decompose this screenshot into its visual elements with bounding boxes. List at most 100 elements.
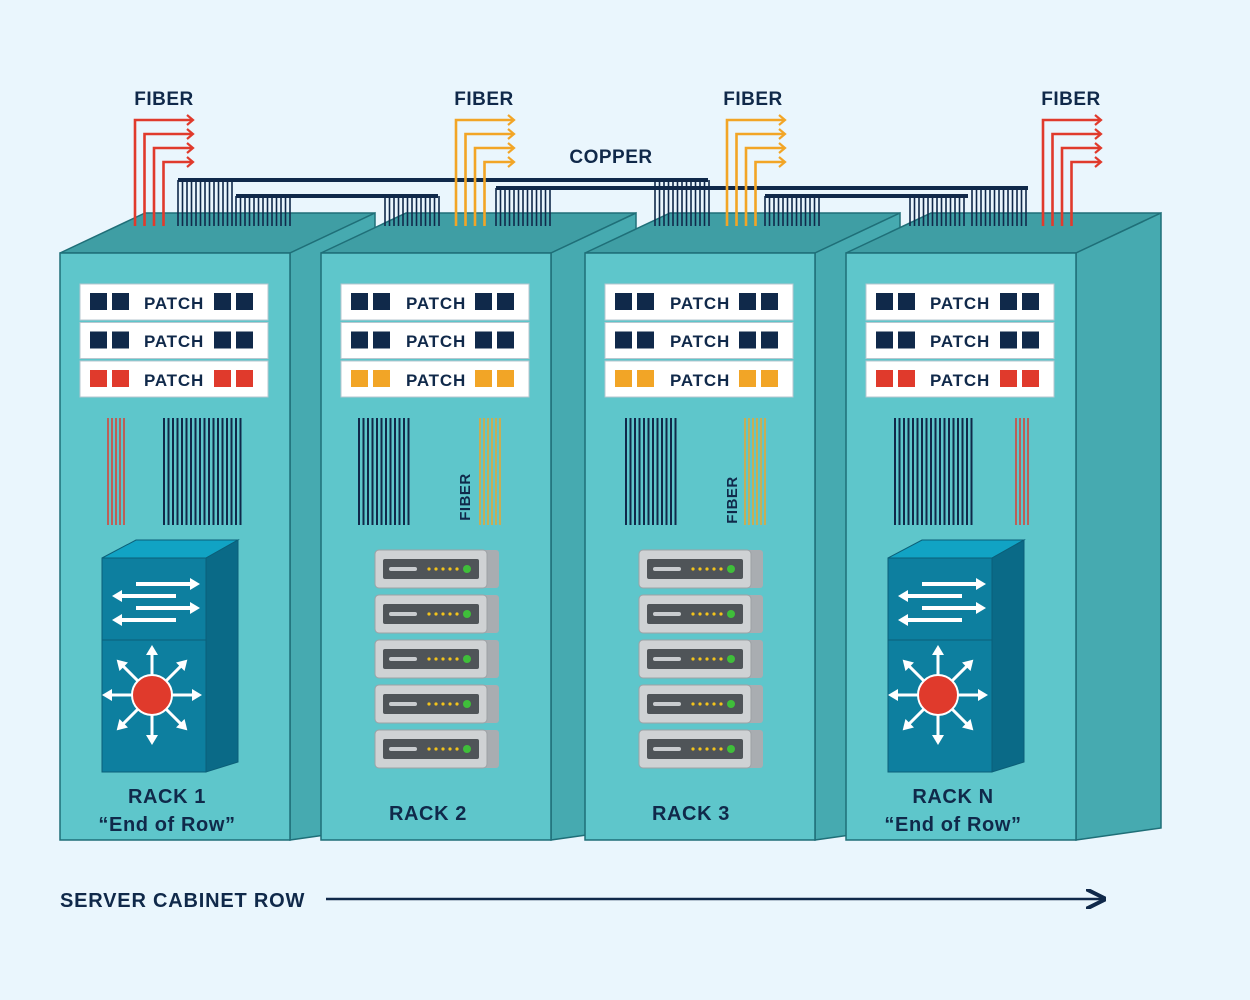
fiber-strand bbox=[143, 132, 193, 226]
fiber-label-rack-3: FIBER bbox=[723, 89, 783, 110]
activity-led bbox=[698, 657, 702, 661]
spoke-arrow-icon bbox=[962, 719, 974, 731]
patch-port bbox=[214, 331, 231, 349]
activity-led bbox=[705, 567, 709, 571]
patch-port bbox=[112, 370, 129, 387]
patch-port bbox=[112, 331, 129, 349]
drive-slot bbox=[653, 612, 681, 616]
fiber-uplinks bbox=[133, 114, 1103, 226]
activity-led bbox=[427, 567, 431, 571]
patch-port bbox=[236, 331, 253, 349]
fiber-strand bbox=[133, 118, 193, 226]
drive-slot bbox=[653, 657, 681, 661]
patch-label: PATCH bbox=[406, 332, 466, 351]
activity-led bbox=[441, 702, 445, 706]
patch-port bbox=[1022, 293, 1039, 310]
patch-port bbox=[497, 331, 514, 349]
power-led bbox=[463, 745, 471, 753]
server-bezel bbox=[383, 649, 479, 669]
fiber-strand bbox=[1060, 146, 1101, 226]
drive-slot bbox=[653, 567, 681, 571]
patch-label: PATCH bbox=[930, 371, 990, 390]
activity-led bbox=[434, 747, 438, 751]
rack-n-subtitle: “End of Row” bbox=[884, 814, 1021, 836]
activity-led bbox=[434, 702, 438, 706]
activity-led bbox=[427, 657, 431, 661]
arrow-head-icon bbox=[976, 602, 986, 614]
patch-port bbox=[876, 370, 893, 387]
activity-led bbox=[698, 612, 702, 616]
fiber-label-rack-2: FIBER bbox=[454, 89, 514, 110]
activity-led bbox=[434, 567, 438, 571]
drive-slot bbox=[653, 747, 681, 751]
server-bezel bbox=[383, 559, 479, 579]
activity-led bbox=[455, 702, 459, 706]
activity-led bbox=[712, 612, 716, 616]
fiber-arrow-icon bbox=[507, 142, 516, 154]
patch-label: PATCH bbox=[670, 294, 730, 313]
rack-side-face bbox=[1075, 211, 1162, 841]
activity-led bbox=[448, 747, 452, 751]
activity-led bbox=[712, 702, 716, 706]
activity-led bbox=[698, 567, 702, 571]
patch-label: PATCH bbox=[930, 332, 990, 351]
rack-1-subtitle: “End of Row” bbox=[98, 814, 235, 836]
patch-port bbox=[373, 370, 390, 387]
patch-port bbox=[761, 370, 778, 387]
patch-port bbox=[373, 293, 390, 310]
activity-led bbox=[705, 702, 709, 706]
patch-port bbox=[615, 331, 632, 349]
patch-port bbox=[236, 370, 253, 387]
spoke-arrow-icon bbox=[932, 645, 944, 655]
vertical-fiber-label: FIBER bbox=[457, 473, 474, 521]
activity-led bbox=[455, 657, 459, 661]
activity-led bbox=[448, 567, 452, 571]
spoke-arrow-icon bbox=[902, 719, 914, 731]
power-led bbox=[727, 655, 735, 663]
arrow-head-icon bbox=[112, 614, 122, 626]
spoke-arrow-icon bbox=[176, 659, 188, 671]
patch-port bbox=[475, 370, 492, 387]
patch-port bbox=[1000, 370, 1017, 387]
spoke-arrow-icon bbox=[146, 645, 158, 655]
arrow-head-icon bbox=[976, 578, 986, 590]
server-bezel bbox=[647, 694, 743, 714]
activity-led bbox=[698, 702, 702, 706]
activity-led bbox=[448, 612, 452, 616]
fiber-label-rack-n: FIBER bbox=[1041, 89, 1101, 110]
fiber-strand bbox=[725, 118, 785, 226]
activity-led bbox=[455, 612, 459, 616]
spoke-arrow-icon bbox=[902, 659, 914, 671]
activity-led bbox=[427, 702, 431, 706]
patch-port bbox=[373, 331, 390, 349]
spoke-arrow-icon bbox=[176, 719, 188, 731]
activity-led bbox=[712, 567, 716, 571]
activity-led bbox=[448, 702, 452, 706]
drive-slot bbox=[389, 612, 417, 616]
switch-side bbox=[991, 539, 1025, 773]
drive-slot bbox=[389, 702, 417, 706]
activity-led bbox=[719, 567, 723, 571]
activity-led bbox=[691, 612, 695, 616]
patch-port bbox=[898, 370, 915, 387]
activity-led bbox=[434, 612, 438, 616]
rack-3-name: RACK 3 bbox=[652, 803, 730, 825]
drive-slot bbox=[389, 567, 417, 571]
activity-led bbox=[705, 747, 709, 751]
fiber-strand bbox=[1041, 118, 1101, 226]
activity-led bbox=[441, 612, 445, 616]
activity-led bbox=[705, 657, 709, 661]
patch-port bbox=[497, 293, 514, 310]
drive-slot bbox=[389, 747, 417, 751]
power-led bbox=[463, 700, 471, 708]
patch-label: PATCH bbox=[406, 371, 466, 390]
patch-port bbox=[351, 293, 368, 310]
server-bezel bbox=[383, 739, 479, 759]
server-bezel bbox=[383, 694, 479, 714]
patch-port bbox=[214, 370, 231, 387]
power-led bbox=[463, 565, 471, 573]
fiber-arrow-icon bbox=[1094, 156, 1103, 168]
fiber-arrow-icon bbox=[1094, 128, 1103, 140]
fiber-arrow-icon bbox=[186, 114, 195, 126]
fiber-strand bbox=[152, 146, 193, 226]
